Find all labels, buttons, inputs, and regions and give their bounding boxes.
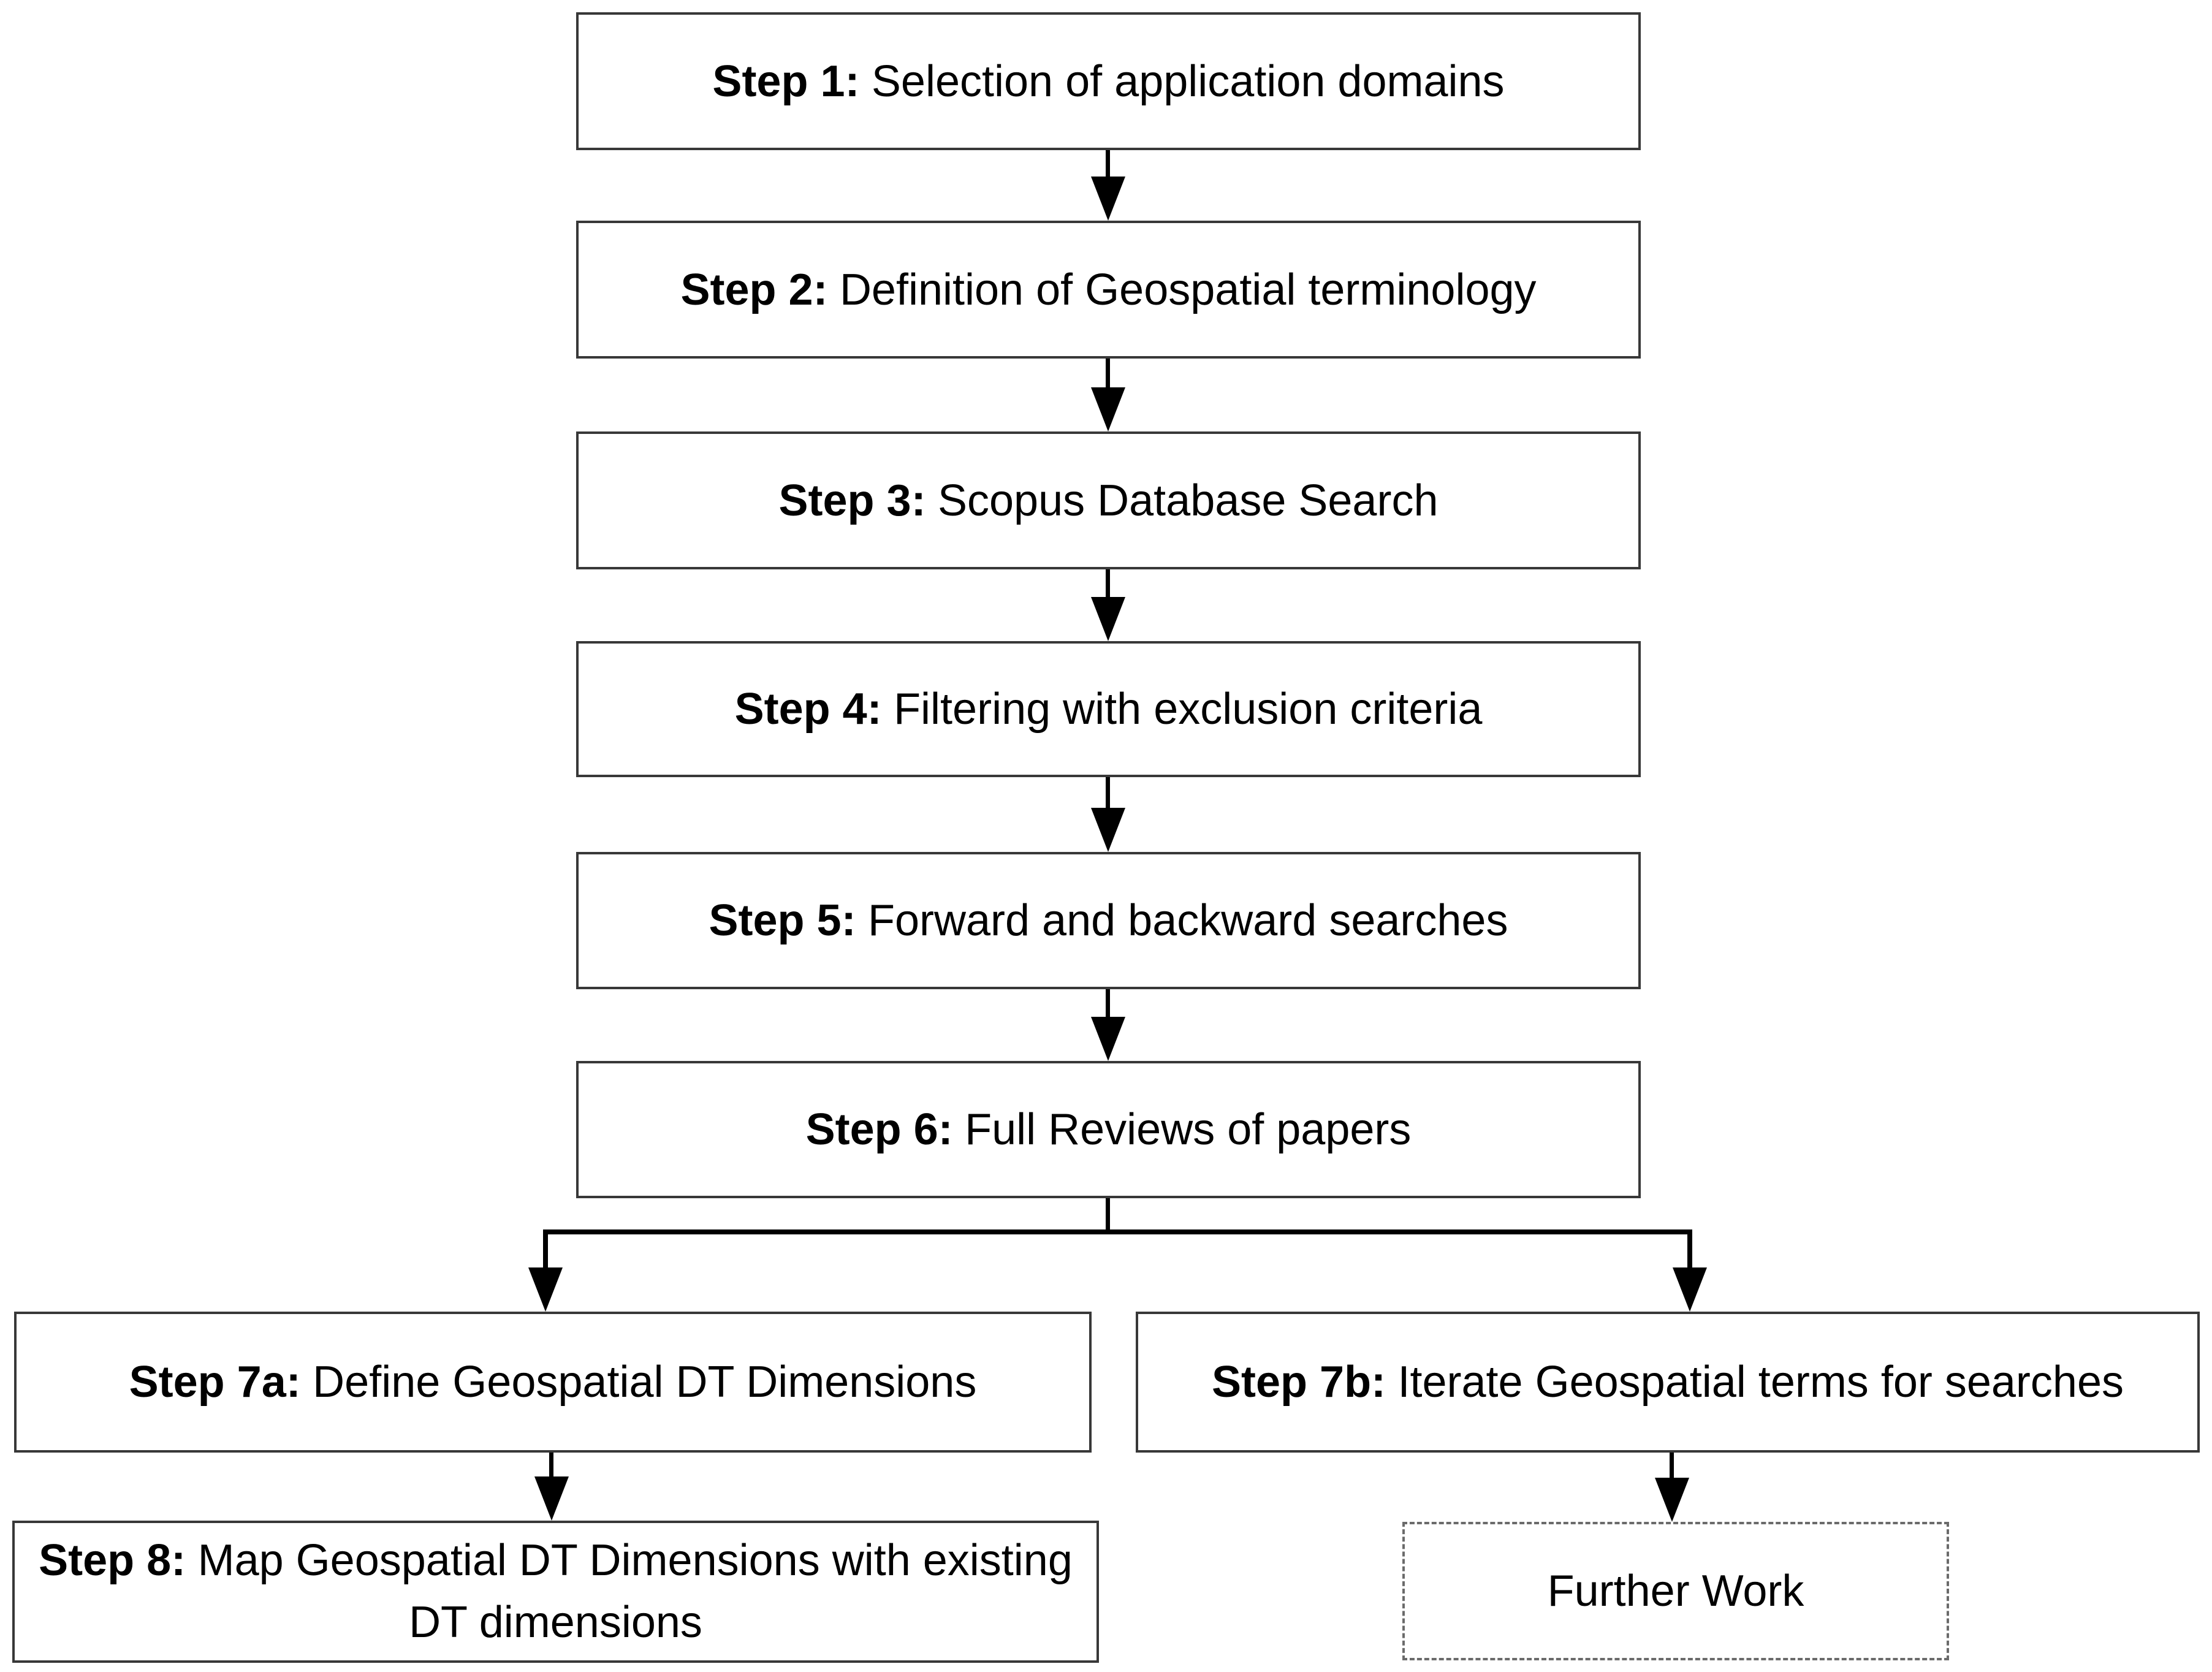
arrow-step-7a-to-step-8-arrowhead-icon bbox=[534, 1476, 569, 1521]
branch-right-arrowhead-icon bbox=[1673, 1267, 1707, 1312]
step-2-box: Step 2:Definition of Geospatial terminol… bbox=[576, 221, 1641, 359]
arrow-step-3-to-step-4-arrowhead-icon bbox=[1091, 597, 1125, 641]
branch-left-drop-line bbox=[543, 1229, 548, 1272]
arrow-step-7b-to-further-work-arrowhead-icon bbox=[1655, 1478, 1689, 1522]
arrow-step-5-to-step-6-arrowhead-icon bbox=[1091, 1017, 1125, 1061]
arrow-step-1-to-step-2-arrowhead-icon bbox=[1091, 177, 1125, 221]
arrow-step-4-to-step-5-line bbox=[1106, 777, 1110, 810]
further-work-text: Further Work bbox=[1547, 1567, 1804, 1616]
step-8-box: Step 8:Map Geospatial DT Dimensions with… bbox=[12, 1521, 1099, 1663]
branch-left-arrowhead-icon bbox=[528, 1267, 563, 1312]
arrow-step-1-to-step-2-line bbox=[1106, 150, 1110, 180]
step-8-line1: Step 8:Map Geospatial DT Dimensions with… bbox=[39, 1530, 1073, 1592]
step-3-text: Scopus Database Search bbox=[937, 476, 1439, 525]
arrow-step-4-to-step-5-arrowhead-icon bbox=[1091, 808, 1125, 852]
arrow-step-3-to-step-4-line bbox=[1106, 569, 1110, 599]
step-6-box: Step 6:Full Reviews of papers bbox=[576, 1061, 1641, 1198]
step-4-text: Filtering with exclusion criteria bbox=[894, 685, 1483, 734]
step-7a-text: Define Geospatial DT Dimensions bbox=[313, 1358, 977, 1407]
arrow-step-2-to-step-3-line bbox=[1106, 359, 1110, 390]
step-6-label: Step 6: bbox=[805, 1105, 953, 1154]
step-8-line2: DT dimensions bbox=[409, 1598, 702, 1647]
step-2-label: Step 2: bbox=[680, 265, 828, 314]
step-5-text: Forward and backward searches bbox=[867, 896, 1508, 945]
arrow-step-2-to-step-3-arrowhead-icon bbox=[1091, 387, 1125, 431]
step-6-text: Full Reviews of papers bbox=[965, 1105, 1412, 1154]
arrow-step-7b-to-further-work-line bbox=[1670, 1453, 1674, 1480]
branch-right-drop-line bbox=[1687, 1229, 1692, 1272]
branch-bar-line bbox=[543, 1229, 1692, 1234]
step-1-label: Step 1: bbox=[712, 56, 860, 106]
step-3-label: Step 3: bbox=[778, 476, 926, 525]
step-4-box: Step 4:Filtering with exclusion criteria bbox=[576, 641, 1641, 777]
branch-stem-line bbox=[1106, 1198, 1110, 1232]
step-1-text: Selection of application domains bbox=[871, 56, 1505, 106]
step-7a-box: Step 7a:Define Geospatial DT Dimensions bbox=[14, 1312, 1092, 1453]
step-3-box: Step 3:Scopus Database Search bbox=[576, 431, 1641, 569]
arrow-step-7a-to-step-8-line bbox=[549, 1453, 553, 1483]
step-1-box: Step 1:Selection of application domains bbox=[576, 12, 1641, 150]
step-7b-label: Step 7b: bbox=[1212, 1358, 1386, 1407]
arrow-step-5-to-step-6-line bbox=[1106, 989, 1110, 1019]
step-2-text: Definition of Geospatial terminology bbox=[839, 265, 1537, 314]
step-7b-text: Iterate Geospatial terms for searches bbox=[1397, 1358, 2124, 1407]
step-4-label: Step 4: bbox=[734, 685, 882, 734]
step-7a-label: Step 7a: bbox=[129, 1358, 301, 1407]
step-5-label: Step 5: bbox=[709, 896, 856, 945]
step-8-label: Step 8: bbox=[39, 1536, 186, 1586]
step-5-box: Step 5:Forward and backward searches bbox=[576, 852, 1641, 989]
further-work-box: Further Work bbox=[1402, 1522, 1949, 1660]
step-7b-box: Step 7b:Iterate Geospatial terms for sea… bbox=[1136, 1312, 2200, 1453]
step-8-text: Map Geospatial DT Dimensions with existi… bbox=[197, 1536, 1073, 1586]
